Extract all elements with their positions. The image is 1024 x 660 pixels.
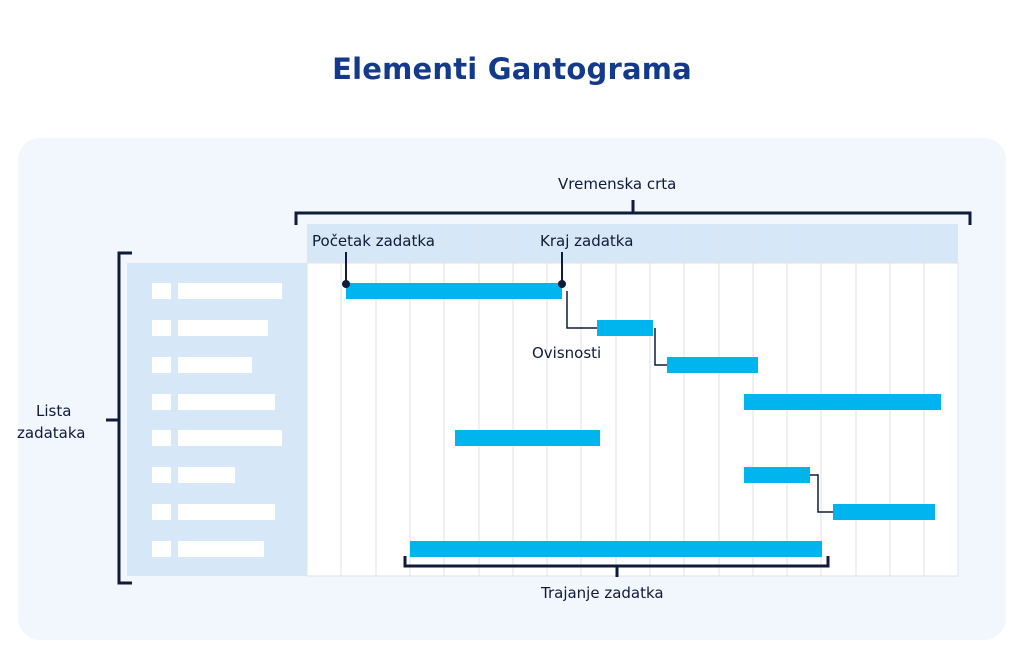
task-duration-label: Trajanje zadatka (541, 584, 664, 602)
task-list-item (152, 504, 171, 520)
task-duration-bracket (403, 556, 830, 577)
timeline-header (307, 224, 958, 263)
task-bar (833, 504, 935, 520)
task-list-item (178, 467, 235, 483)
page-title: Elementi Gantograma (332, 52, 692, 86)
task-list-placeholders (152, 283, 282, 557)
task-list-item (178, 283, 282, 299)
grid-lines (340, 224, 925, 576)
task-bar (455, 430, 600, 446)
task-bar (744, 467, 810, 483)
task-list-item (178, 504, 275, 520)
task-bar (410, 541, 822, 557)
task-end-marker (558, 252, 566, 288)
task-bar (667, 357, 758, 373)
task-list-column (127, 263, 307, 576)
dependency-line (566, 291, 597, 329)
task-list-item (152, 541, 171, 557)
task-list-item (152, 430, 171, 446)
dependency-line (810, 474, 833, 513)
dependencies-label: Ovisnosti (532, 344, 602, 362)
task-bar (744, 394, 941, 410)
task-end-label: Kraj zadatka (540, 232, 634, 250)
task-list-bracket (106, 251, 132, 585)
task-list-label-line1: Lista (36, 402, 72, 420)
task-bars (346, 283, 941, 557)
task-list-item (178, 394, 275, 410)
task-bar (346, 283, 562, 299)
task-list-item (178, 430, 282, 446)
task-start-marker (342, 252, 350, 288)
timeline-bracket (294, 200, 972, 225)
task-list-item (178, 357, 252, 373)
dependency-lines (566, 291, 833, 513)
chart-body (306, 262, 959, 577)
timeline-label: Vremenska crta (558, 175, 677, 193)
task-list-item (152, 283, 171, 299)
task-bar (597, 320, 653, 336)
task-list-label-line2: zadataka (17, 424, 86, 442)
task-start-label: Početak zadatka (312, 232, 435, 250)
dependency-line (654, 328, 667, 366)
task-list-item (152, 320, 171, 336)
task-list-item (178, 541, 264, 557)
task-list-item (152, 467, 171, 483)
task-list-item (152, 394, 171, 410)
task-list-item (178, 320, 268, 336)
task-list-item (152, 357, 171, 373)
